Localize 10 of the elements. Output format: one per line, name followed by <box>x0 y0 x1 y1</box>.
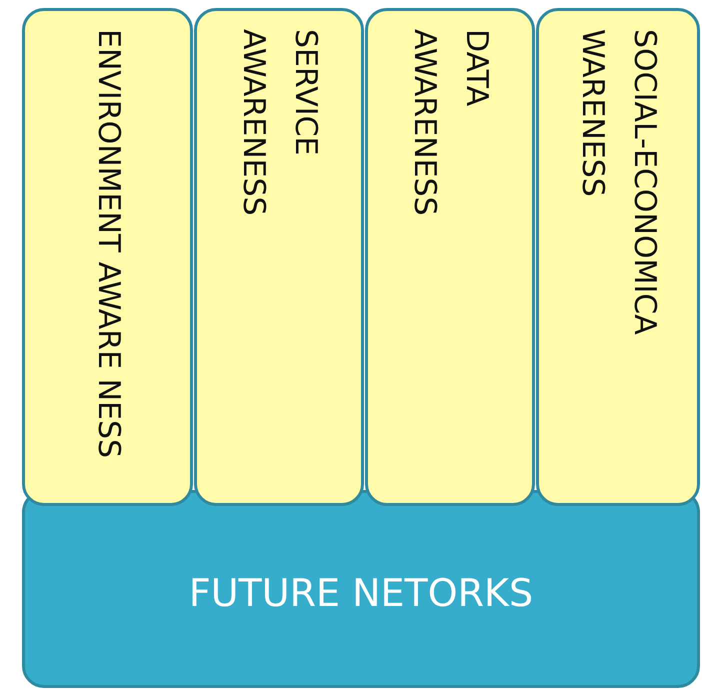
base-label: FUTURE NETORKS <box>188 571 534 615</box>
column-label: SERVICE AWARENESS <box>235 29 324 218</box>
column-box <box>194 8 364 506</box>
column-box <box>365 8 535 506</box>
column-box <box>536 8 700 506</box>
column-box <box>22 8 193 506</box>
column-label: SOCIAL-ECONOMICA WARENESS <box>574 29 663 337</box>
base-box <box>22 490 700 688</box>
column-label: ENVIRONMENT AWARE NESS <box>90 29 127 458</box>
column-label: DATA AWARENESS <box>406 29 495 218</box>
